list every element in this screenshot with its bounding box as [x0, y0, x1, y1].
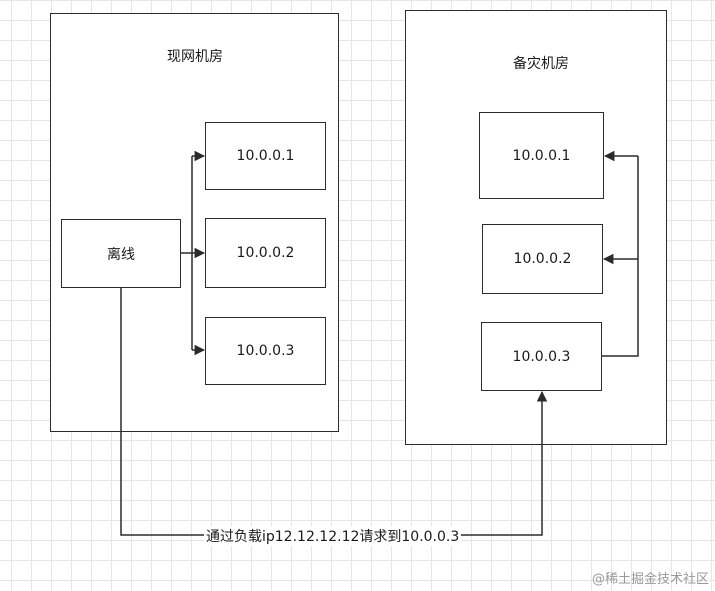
backup-server-3-label: 10.0.0.3: [512, 348, 571, 365]
request-path-line: [120, 288, 548, 536]
request-path-label: 通过负载ip12.12.12.12请求到10.0.0.3: [204, 526, 462, 546]
backup-return-line: [602, 156, 639, 357]
backup-server-2: 10.0.0.2: [482, 224, 603, 294]
backup-server-2-label: 10.0.0.2: [513, 251, 572, 267]
primary-datacenter-title: 现网机房: [167, 49, 223, 65]
watermark: @稀土掘金技术社区: [591, 572, 709, 587]
backup-server-1-label: 10.0.0.1: [512, 147, 571, 164]
backup-server-3: 10.0.0.3: [481, 322, 602, 391]
primary-server-3: 10.0.0.3: [205, 317, 326, 385]
offline-node: 离线: [61, 219, 181, 288]
primary-server-2-label: 10.0.0.2: [236, 245, 295, 261]
primary-server-3-label: 10.0.0.3: [236, 343, 295, 359]
backup-datacenter-title: 备灾机房: [513, 56, 569, 72]
primary-server-2: 10.0.0.2: [205, 218, 326, 288]
primary-server-1: 10.0.0.1: [205, 122, 326, 190]
backup-server-1: 10.0.0.1: [479, 112, 604, 199]
primary-server-1-label: 10.0.0.1: [236, 148, 295, 164]
offline-node-label: 离线: [107, 246, 135, 263]
